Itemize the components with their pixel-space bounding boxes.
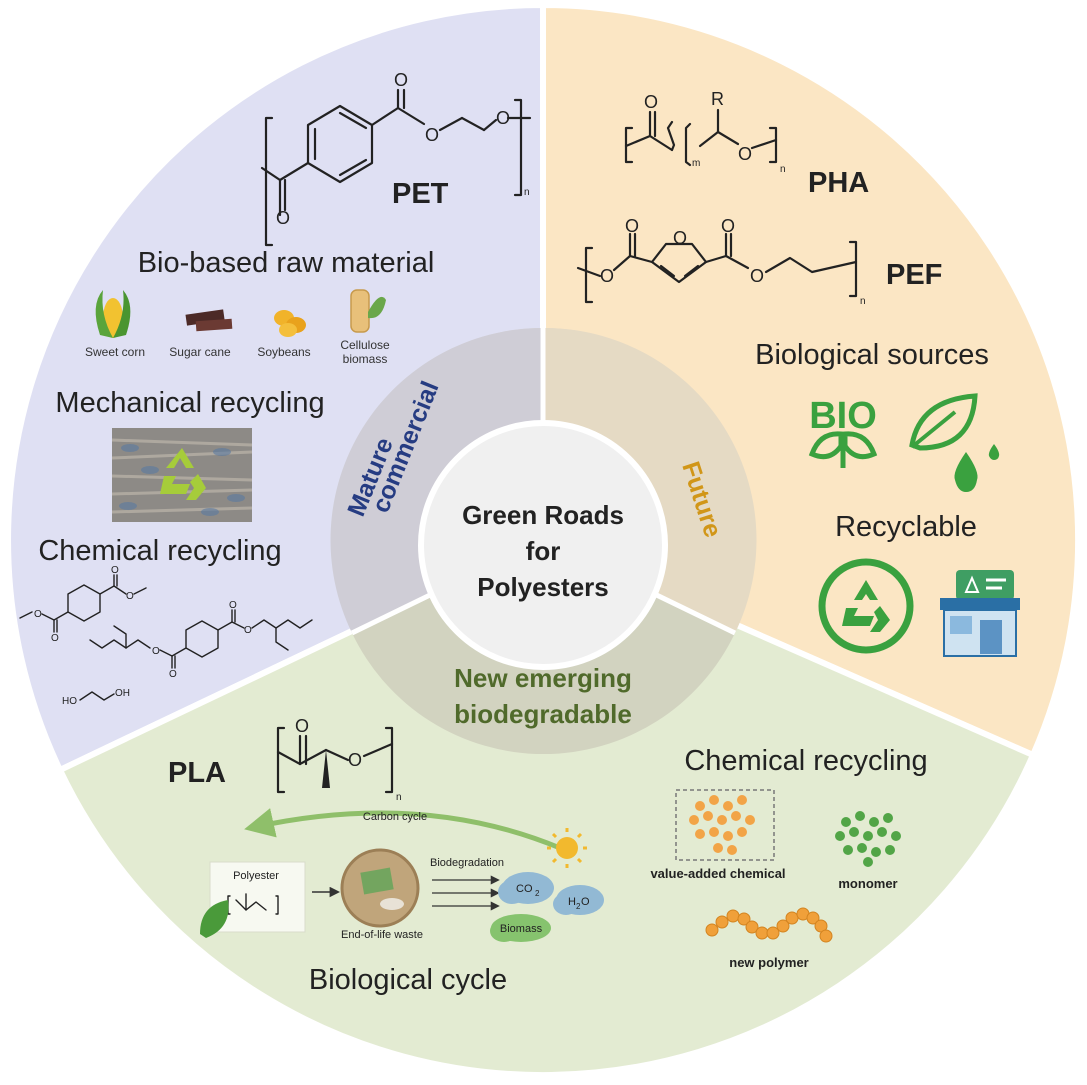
emerging-sector: [55, 536, 1037, 1079]
water-drop-icon: [954, 444, 1000, 492]
svg-text:O: O: [295, 716, 309, 736]
new-polymer-label: new polymer: [729, 955, 808, 970]
svg-text:2: 2: [576, 902, 581, 911]
carbon-cycle-arrow: [244, 808, 561, 851]
pet-oxygen-2: O: [394, 70, 408, 90]
svg-text:n: n: [780, 164, 786, 175]
cellulose-biomass-icon: [350, 289, 386, 333]
svg-text:m: m: [692, 158, 700, 169]
center-title-line2: for: [526, 536, 561, 566]
monomer-icon: [835, 811, 901, 867]
svg-text:O: O: [152, 646, 160, 657]
co2-cloud: CO 2: [498, 872, 554, 904]
soybeans-icon: [274, 310, 306, 337]
svg-text:O: O: [644, 92, 658, 112]
ring-label-emerging-2: biodegradable: [454, 699, 632, 729]
pet-n: n: [524, 187, 530, 198]
sweet-corn-icon: [95, 290, 131, 338]
recycled-bottles-image: [111, 428, 253, 522]
svg-text:O: O: [244, 625, 252, 636]
svg-text:n: n: [396, 792, 402, 803]
svg-text:O: O: [625, 216, 639, 236]
svg-text:O: O: [673, 228, 687, 248]
center-title-line3: Polyesters: [477, 572, 609, 602]
svg-text:O: O: [348, 750, 362, 770]
svg-text:O: O: [111, 565, 119, 576]
mechanical-recycling-title: Mechanical recycling: [55, 387, 324, 419]
pha-structure: O m R O n: [624, 89, 786, 175]
pla-structure: O O n: [276, 716, 402, 803]
ring-label-emerging-1: New emerging: [454, 663, 632, 693]
bio-badge-text: BIO: [809, 395, 877, 437]
svg-text:H: H: [568, 896, 576, 908]
value-added-chemical-icon: [675, 789, 775, 861]
ethylene-glycol-structure: HO OH: [62, 688, 130, 707]
biological-cycle-title: Biological cycle: [309, 964, 507, 996]
value-added-label: value-added chemical: [650, 866, 785, 881]
svg-text:O: O: [721, 216, 735, 236]
raw-label-biomass: biomass: [343, 352, 388, 366]
end-of-life-waste-image: [340, 848, 420, 928]
dmt-structure: O O O O: [19, 565, 147, 644]
pet-label: PET: [392, 178, 449, 210]
svg-text:Biomass: Biomass: [500, 923, 543, 935]
svg-text:O: O: [169, 669, 177, 680]
sun-icon: [547, 828, 587, 868]
pef-structure: O O O O O n: [576, 216, 866, 307]
svg-text:O: O: [126, 591, 134, 602]
chemical-recycling-title-emerging: Chemical recycling: [684, 745, 927, 777]
svg-text:n: n: [860, 296, 866, 307]
monomer-label: monomer: [838, 876, 897, 891]
recycling-store-icon: [940, 570, 1020, 657]
raw-label-soybeans: Soybeans: [257, 345, 310, 359]
svg-text:O: O: [600, 266, 614, 286]
svg-text:O: O: [738, 144, 752, 164]
biological-sources-title: Biological sources: [755, 339, 989, 371]
leaf-icon: [909, 393, 978, 451]
svg-text:O: O: [581, 896, 590, 908]
svg-text:HO: HO: [62, 696, 77, 707]
pet-structure: O O O O n: [260, 70, 532, 247]
raw-label-sweet-corn: Sweet corn: [85, 345, 145, 359]
end-of-life-label: End-of-life waste: [341, 929, 423, 941]
pet-oxygen-4: O: [496, 108, 510, 128]
pef-label: PEF: [886, 259, 942, 291]
raw-label-cellulose: Cellulose: [340, 338, 390, 352]
svg-text:O: O: [750, 266, 764, 286]
recycle-circle-icon: [818, 558, 914, 654]
biomass-cloud: Biomass: [490, 914, 551, 942]
svg-text:Polyester: Polyester: [233, 870, 279, 882]
raw-label-sugar-cane: Sugar cane: [169, 345, 231, 359]
h2o-cloud: H 2 O: [553, 885, 604, 915]
sugar-cane-icon: [185, 309, 233, 332]
recyclable-title: Recyclable: [835, 511, 977, 543]
svg-text:O: O: [51, 633, 59, 644]
carbon-cycle-label: Carbon cycle: [363, 811, 427, 823]
chemical-recycling-title-mature: Chemical recycling: [38, 535, 281, 567]
svg-text:CO: CO: [516, 883, 533, 895]
biodegradation-label: Biodegradation: [430, 857, 504, 869]
new-polymer-chain-icon: [705, 907, 833, 943]
svg-text:R: R: [711, 89, 724, 109]
svg-text:2: 2: [535, 889, 540, 898]
leaf-small-icon: [200, 900, 229, 938]
bio-badge-icon: BIO: [808, 395, 878, 468]
bio-based-title: Bio-based raw material: [138, 247, 435, 279]
pet-oxygen-3: O: [425, 125, 439, 145]
svg-text:OH: OH: [115, 688, 130, 699]
dehp-structure: O O O O: [89, 600, 313, 680]
pet-oxygen-1: O: [276, 208, 290, 228]
pla-label: PLA: [168, 757, 226, 789]
recycle-icon-mechanical: [160, 448, 206, 500]
center-title-line1: Green Roads: [462, 500, 624, 530]
center-circle: [418, 420, 668, 670]
svg-text:O: O: [229, 600, 237, 611]
svg-text:O: O: [34, 609, 42, 620]
pha-label: PHA: [808, 167, 869, 199]
